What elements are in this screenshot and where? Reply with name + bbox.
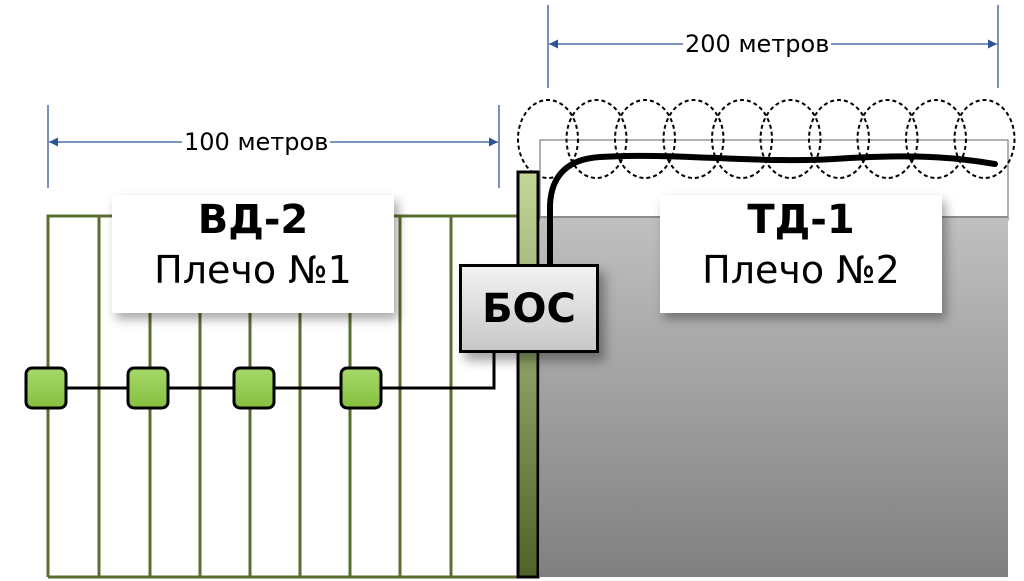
coil-loop [808,99,870,179]
coil-loop [759,99,822,179]
zone-right-title: ТД-1 [747,197,855,243]
coil-loop [517,99,579,179]
zone-right-label: ТД-1 Плечо №2 [660,195,942,313]
coil-loop [711,99,773,179]
coil-loop [662,99,725,179]
vibration-sensor [24,366,68,410]
coil-loop [565,99,628,179]
barbed-coil [517,99,1016,179]
zone-left-title: ВД-2 [197,197,309,243]
controller-box: БОС [459,264,599,353]
coil-loop [856,99,919,179]
zone-right-subtitle: Плечо №2 [702,248,900,292]
zone-left-subtitle: Плечо №1 [154,248,352,292]
sensing-cable [547,152,998,273]
dimension-right-label: 200 метров [683,30,832,58]
coil-loop [953,99,1016,179]
vibration-sensor [339,366,383,410]
separator-post [516,170,540,579]
coil-loop [614,99,676,179]
sensor-bus-line [46,350,496,390]
sensors [24,366,383,410]
zone-left-label: ВД-2 Плечо №1 [112,195,394,313]
coil-loop [905,99,967,179]
dimension-left-label: 100 метров [182,128,331,156]
vibration-sensor [126,366,170,410]
vibration-sensor [232,366,276,410]
